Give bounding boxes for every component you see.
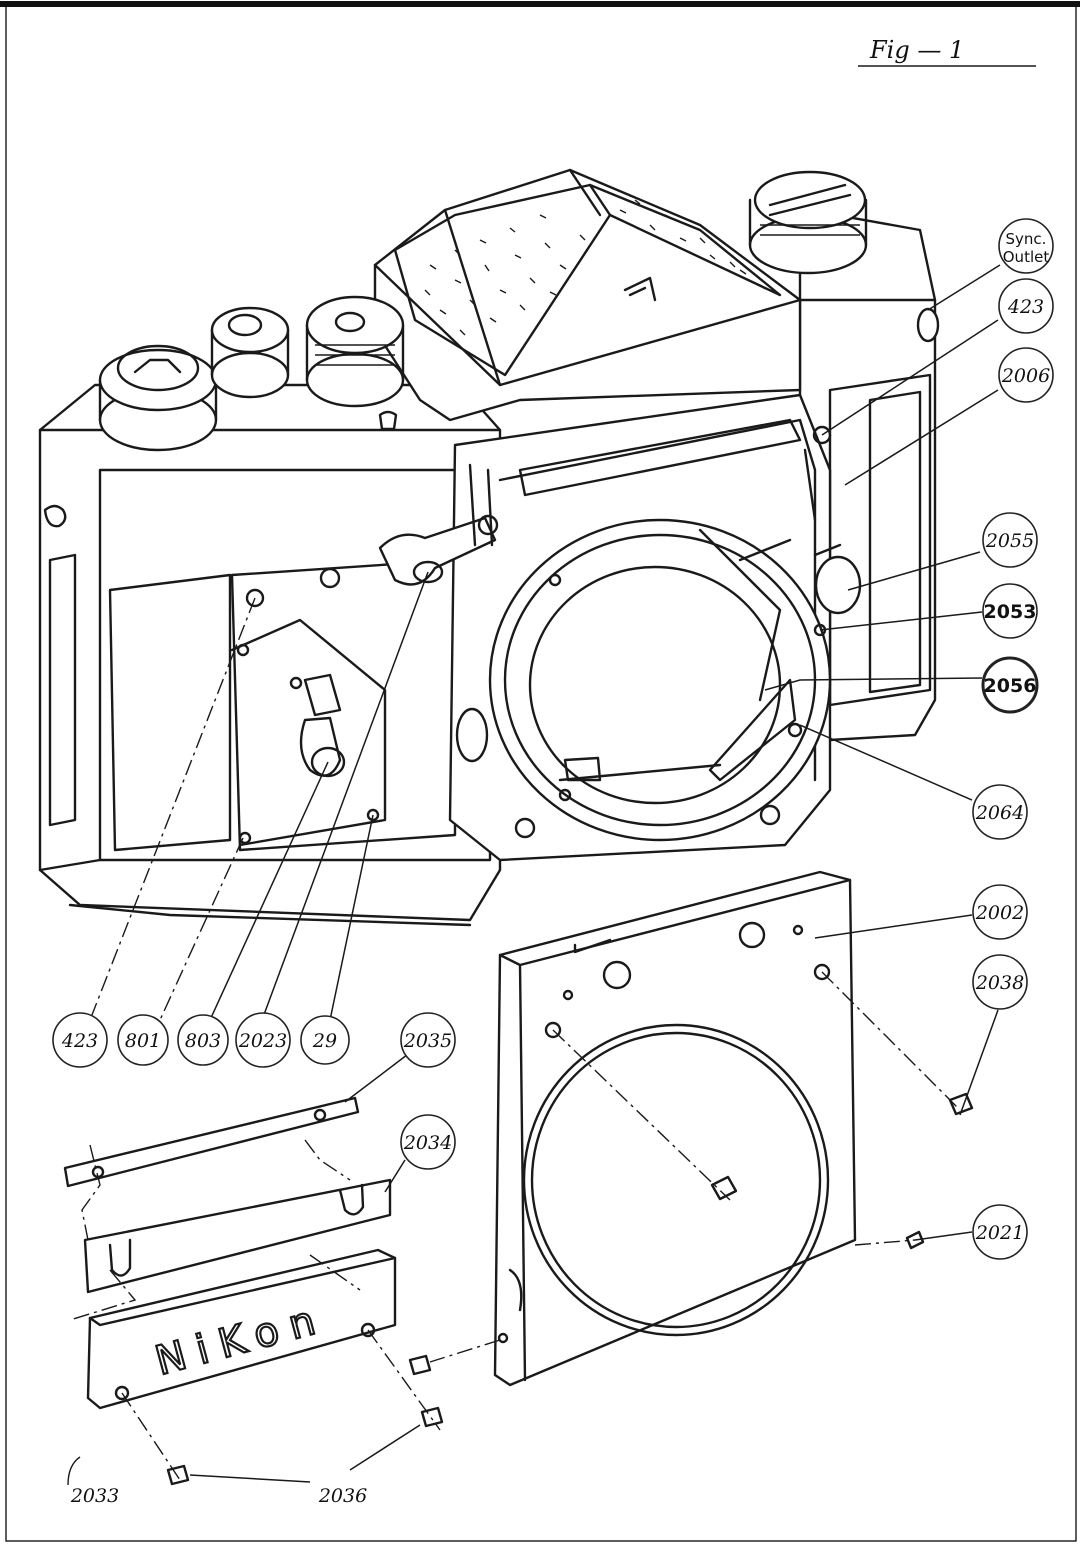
callout-label: 2006	[1001, 365, 1050, 387]
screw-set	[166, 1092, 974, 1486]
sync-outlet-socket	[916, 307, 940, 343]
assembly-lines	[69, 971, 961, 1481]
front-cover-plate	[493, 870, 857, 1387]
prism-texture	[424, 199, 766, 336]
callout-label: 2034	[403, 1132, 452, 1154]
callout-label: 2056	[984, 675, 1037, 697]
callout-803: 803	[177, 1014, 229, 1066]
callout-label: 2035	[403, 1030, 452, 1052]
callout-label: 801	[125, 1030, 161, 1052]
callout-423-right: 423	[998, 278, 1054, 334]
f-emblem	[623, 276, 657, 302]
callout-2033: 2033	[67, 1456, 119, 1507]
callout-label: 423	[1007, 296, 1044, 318]
callout-2035: 2035	[400, 1012, 456, 1068]
callout-2036: 2036	[318, 1485, 367, 1507]
leader-lines	[89, 264, 1001, 1483]
callout-2055: 2055	[982, 512, 1038, 568]
callout-2002: 2002	[972, 884, 1028, 940]
callout-29: 29	[300, 1015, 350, 1065]
callout-423-left: 423	[52, 1012, 108, 1068]
callout-label: 423	[61, 1030, 98, 1052]
callout-label: 2023	[238, 1030, 287, 1052]
callout-2053: 2053	[982, 583, 1038, 639]
callout-label: 2038	[975, 972, 1024, 994]
callout-arc	[67, 1456, 81, 1486]
callout-2038: 2038	[972, 954, 1028, 1010]
callout-2064: 2064	[972, 784, 1028, 840]
callout-label: 2002	[975, 902, 1024, 924]
callout-label: 2064	[975, 802, 1024, 824]
camera-body	[38, 168, 940, 927]
callout-label: 29	[312, 1030, 337, 1052]
sync-label-line2: Outlet	[1003, 248, 1050, 266]
figure-title: Fig — 1	[869, 36, 964, 64]
callout-label: 2036	[318, 1485, 367, 1507]
callout-2056: 2056	[981, 656, 1039, 714]
callout-label: 2021	[975, 1222, 1024, 1244]
callout-label: 2033	[70, 1485, 119, 1507]
callout-2023: 2023	[235, 1012, 291, 1068]
callout-label: 2053	[984, 601, 1037, 623]
callout-2006: 2006	[998, 347, 1054, 403]
callout-801: 801	[117, 1014, 169, 1066]
callout-label: 2055	[985, 530, 1034, 552]
callout-sync-outlet: Sync. Outlet	[998, 218, 1054, 274]
callout-2021: 2021	[972, 1204, 1028, 1260]
sync-label-line1: Sync.	[1006, 230, 1047, 248]
callout-label: 803	[185, 1030, 221, 1052]
nameplate-assembly: NiKon	[63, 1096, 397, 1410]
callout-2034: 2034	[400, 1114, 456, 1170]
